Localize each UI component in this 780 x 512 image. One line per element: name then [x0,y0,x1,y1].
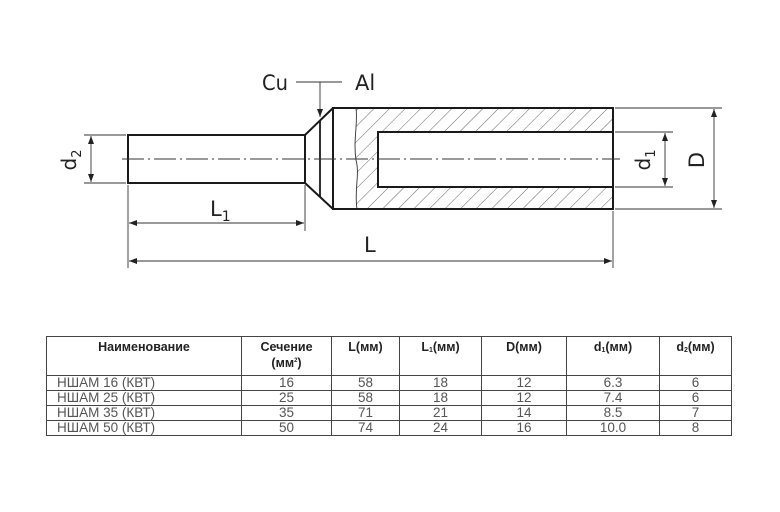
cell-d1: 7.4 [566,390,660,406]
cell-name: НШАМ 50 (КВТ) [46,420,242,436]
header-length-l1: L1(мм) [399,336,482,376]
d2-label: d2 [57,150,85,171]
L1-label: L1 [210,197,231,225]
header-d1: d1(мм) [566,336,660,376]
svg-text:d1: d1 [631,150,659,171]
cell-section: 35 [241,405,332,421]
cell-outer-diameter: 14 [481,405,567,421]
svg-text:d2: d2 [57,150,85,171]
cell-section: 16 [241,375,332,391]
technical-drawing: Cu Al d2 d1 D L1 L [57,71,722,268]
d1-label: d1 [631,150,659,171]
L-label: L [364,233,376,257]
cell-name: НШАМ 25 (КВТ) [46,390,242,406]
svg-text:D: D [685,152,709,168]
cell-d1: 8.5 [566,405,660,421]
material-cu-label: Cu [262,71,288,95]
material-al-label: Al [355,71,375,95]
cell-d2: 8 [659,420,732,436]
D-label: D [685,152,709,168]
break-line [354,107,358,210]
cell-section: 25 [241,390,332,406]
header-name: Наименование [46,336,242,376]
header-d2: d2(мм) [659,336,732,376]
cell-length-l1: 18 [399,390,482,406]
cell-section: 50 [241,420,332,436]
cell-d1: 10.0 [566,420,660,436]
cone-transition [304,107,334,210]
cell-d2: 7 [659,405,732,421]
cell-length: 74 [331,420,400,436]
cell-outer-diameter: 12 [481,390,567,406]
header-section: Сечение(мм2) [241,336,332,376]
cell-outer-diameter: 12 [481,375,567,391]
cell-d2: 6 [659,390,732,406]
aluminum-body [332,107,614,210]
cell-d2: 6 [659,375,732,391]
cell-name: НШАМ 35 (КВТ) [46,405,242,421]
cell-length: 58 [331,375,400,391]
cell-length-l1: 24 [399,420,482,436]
cell-outer-diameter: 16 [481,420,567,436]
cell-name: НШАМ 16 (КВТ) [46,375,242,391]
header-outer-diameter: D(мм) [481,336,567,376]
table-header-row: Наименование Сечение(мм2) L(мм) L1(мм) D… [46,336,732,376]
cell-length: 71 [331,405,400,421]
specification-table: Наименование Сечение(мм2) L(мм) L1(мм) D… [46,336,732,436]
header-length: L(мм) [331,336,400,376]
cell-length: 58 [331,390,400,406]
cell-d1: 6.3 [566,375,660,391]
cell-length-l1: 21 [399,405,482,421]
hatched-section [355,108,613,209]
cell-length-l1: 18 [399,375,482,391]
inner-bore [377,131,613,188]
